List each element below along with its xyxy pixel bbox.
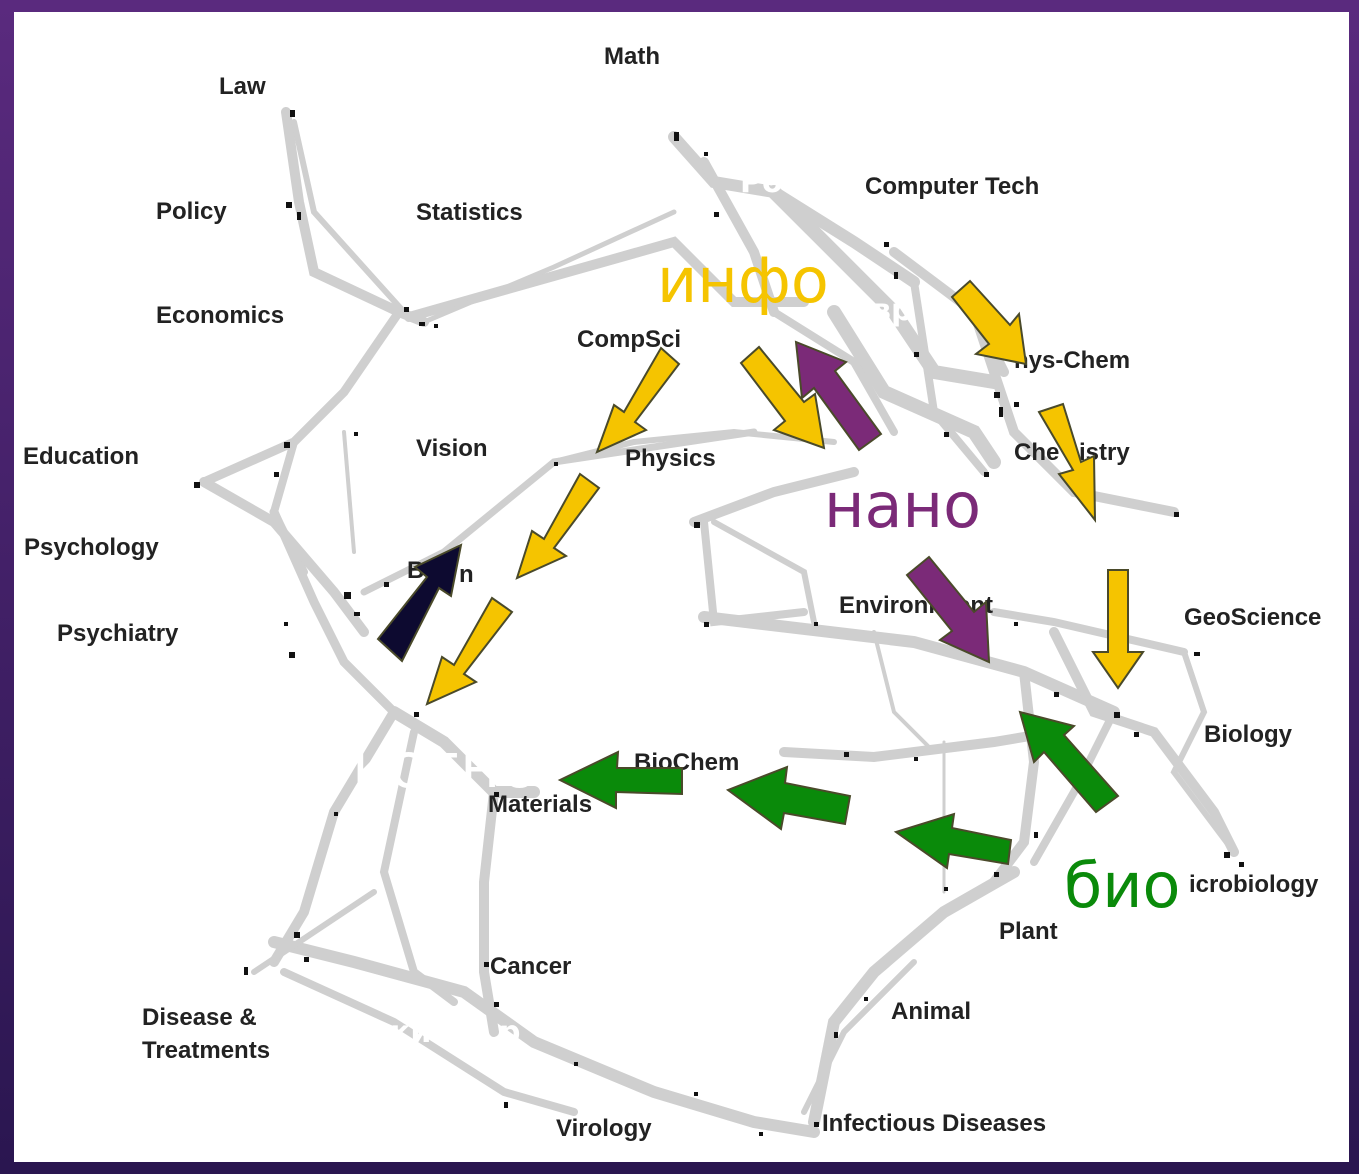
info-arrow-6 [515, 472, 601, 580]
label-geoscience: GeoScience [1184, 604, 1321, 631]
nano-arrow-up [794, 340, 883, 452]
ghost-text-left: ии [559, 277, 601, 312]
science-map: Math Law Policy Statistics Computer Tech… [23, 43, 1321, 1142]
word-nano: нано [824, 469, 981, 542]
label-disease-2: Treatments [142, 1037, 270, 1064]
word-cogno: когно [352, 729, 538, 802]
label-disease-1: Disease & [142, 1004, 257, 1031]
label-biology: Biology [1204, 721, 1293, 748]
info-arrow-2 [1037, 402, 1097, 523]
ghost-text-bottom: кибе [390, 1015, 473, 1050]
overlay-words: Ро ии вр кибе р инфо нано био когно [352, 165, 1180, 1050]
label-materials: Materials [488, 791, 592, 818]
label-statistics: Statistics [416, 199, 523, 226]
info-arrow-1 [950, 279, 1028, 366]
label-education: Education [23, 443, 139, 470]
label-infectious-diseases: Infectious Diseases [822, 1110, 1046, 1137]
bio-arrow-4 [557, 750, 683, 810]
label-brain-end: n [459, 561, 474, 588]
label-economics: Economics [156, 302, 284, 329]
info-arrow-4 [595, 346, 681, 454]
label-computer-tech: Computer Tech [865, 173, 1039, 200]
label-cancer: Cancer [490, 953, 571, 980]
info-arrow-3 [1091, 569, 1145, 690]
label-virology: Virology [556, 1115, 652, 1142]
label-vision: Vision [416, 435, 488, 462]
label-chemistry-left: Che [1014, 439, 1059, 466]
label-physics: Physics [625, 445, 716, 472]
ghost-text-top: Ро [740, 165, 783, 200]
cogno-arrow-up [376, 543, 463, 663]
bio-arrow-2 [893, 812, 1013, 870]
word-info: инфо [657, 244, 829, 317]
label-psychiatry: Psychiatry [57, 620, 179, 647]
label-plant: Plant [999, 918, 1058, 945]
convergence-arrows [376, 279, 1145, 870]
field-labels: Math Law Policy Statistics Computer Tech… [23, 43, 1321, 1142]
bio-arrow-1 [1018, 710, 1120, 814]
science-map-panel: Math Law Policy Statistics Computer Tech… [14, 12, 1349, 1162]
bio-arrow-3 [725, 765, 852, 831]
label-math: Math [604, 43, 660, 70]
label-compsci: CompSci [577, 326, 681, 353]
label-phys-chem: hys-Chem [1014, 347, 1130, 374]
word-bio: био [1064, 849, 1180, 922]
ghost-text-bottom-end: р [499, 1015, 520, 1050]
label-microbiology: icrobiology [1189, 871, 1319, 898]
label-policy: Policy [156, 198, 227, 225]
label-animal: Animal [891, 998, 971, 1025]
info-arrow-5 [739, 345, 826, 450]
label-psychology: Psychology [24, 534, 159, 561]
network-nodes [194, 110, 1244, 1136]
ghost-text-right: вр [872, 293, 912, 328]
network-links [199, 107, 1239, 1138]
label-law: Law [219, 73, 266, 100]
info-arrow-7 [425, 596, 514, 706]
nano-arrow-down [905, 555, 991, 664]
